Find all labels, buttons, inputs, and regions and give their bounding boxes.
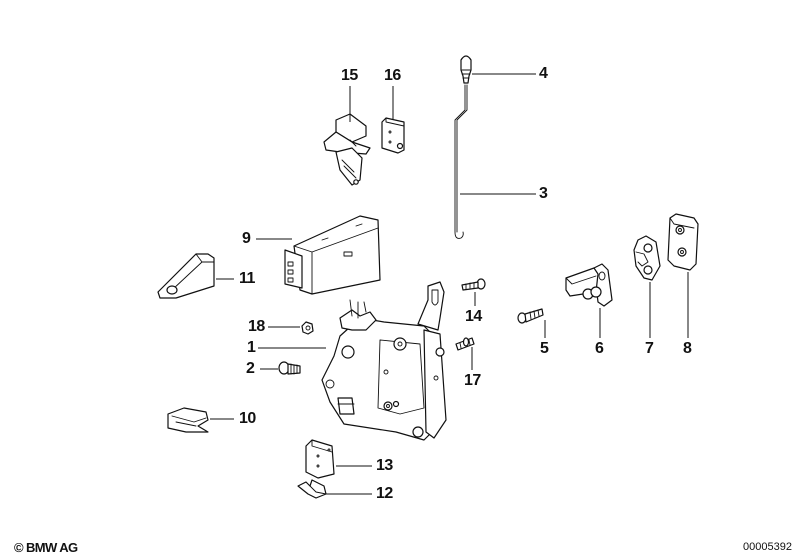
part-14-screw[interactable] [461,278,486,291]
part-9-actuator-module[interactable] [284,215,381,295]
part-8-backing-plate[interactable] [667,213,699,271]
callout-6[interactable]: 6 [595,340,604,357]
callout-8[interactable]: 8 [683,340,692,357]
part-3-lock-rod[interactable] [454,84,468,239]
callout-4[interactable]: 4 [539,65,548,82]
part-13-bracket-block[interactable] [305,439,335,479]
callout-15[interactable]: 15 [341,67,358,84]
part-2-screw[interactable] [278,361,301,375]
callout-1[interactable]: 1 [247,339,256,356]
callout-9[interactable]: 9 [242,230,251,247]
callout-5[interactable]: 5 [540,340,549,357]
callout-12[interactable]: 12 [376,485,393,502]
callout-18[interactable]: 18 [248,318,265,335]
part-18-nut[interactable] [301,321,314,335]
callout-13[interactable]: 13 [376,457,393,474]
callout-10[interactable]: 10 [239,410,256,427]
callout-16[interactable]: 16 [384,67,401,84]
part-12-clamp[interactable] [297,479,327,499]
callout-11[interactable]: 11 [239,270,255,287]
part-16-switch-block[interactable] [381,117,405,154]
callout-7[interactable]: 7 [645,340,654,357]
part-1-door-lock-mechanism[interactable] [321,281,447,441]
part-17-bolt[interactable] [455,337,475,351]
part-5-screw[interactable] [517,308,544,324]
part-15-micro-switch[interactable] [323,113,371,186]
callout-17[interactable]: 17 [464,372,481,389]
part-6-striker-bracket[interactable] [565,263,613,307]
part-7-shim-plate[interactable] [633,235,661,281]
diagram-number: 00005392 [743,541,792,553]
callout-3[interactable]: 3 [539,185,548,202]
leader-lines [210,73,689,495]
copyright-label: © BMW AG [14,540,78,555]
part-4-lock-button-knob[interactable] [460,55,472,84]
callout-14[interactable]: 14 [465,308,482,325]
part-10-clip[interactable] [167,407,209,433]
callout-2[interactable]: 2 [246,360,255,377]
part-11-cover-cap[interactable] [157,253,215,299]
